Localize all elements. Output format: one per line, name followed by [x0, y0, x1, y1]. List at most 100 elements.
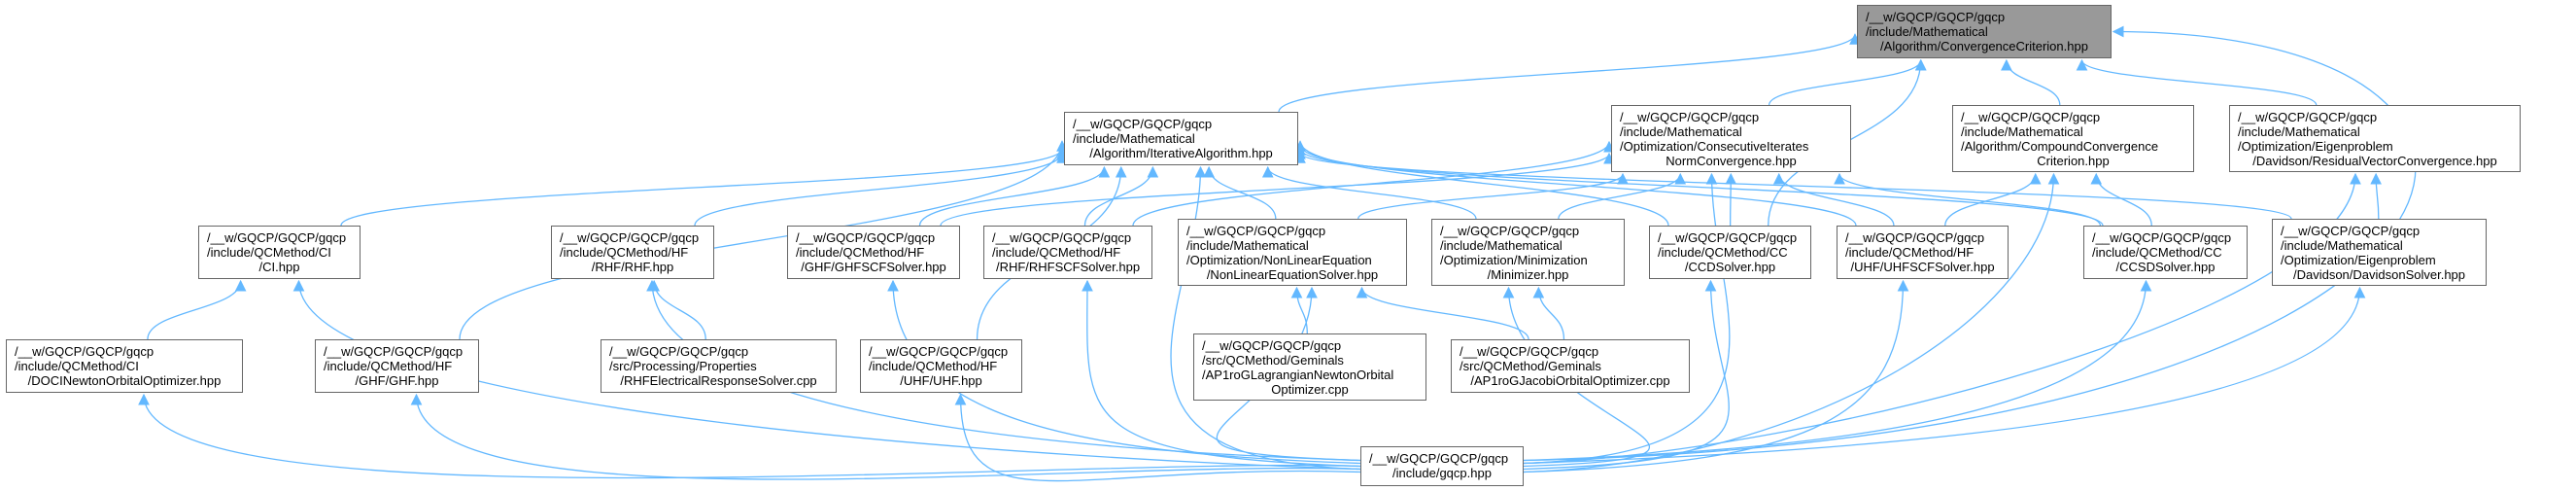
- graph-node-rhfelec[interactable]: /__w/GQCP/GQCP/gqcp/src/Processing/Prope…: [601, 339, 837, 393]
- graph-node-uhfscf[interactable]: /__w/GQCP/GQCP/gqcp/include/QCMethod/HF/…: [1837, 226, 2009, 279]
- node-label-line: /GHF/GHF.hpp: [355, 373, 439, 388]
- node-label-line: /__w/GQCP/GQCP/gqcp: [560, 230, 700, 245]
- node-label-line: /Algorithm/ConvergenceCriterion.hpp: [1880, 39, 2088, 53]
- graph-node-consec[interactable]: /__w/GQCP/GQCP/gqcp/include/Mathematical…: [1611, 105, 1851, 172]
- node-label-line: /NonLinearEquationSolver.hpp: [1206, 267, 1379, 282]
- graph-node-ghf[interactable]: /__w/GQCP/GQCP/gqcp/include/QCMethod/HF/…: [315, 339, 479, 393]
- node-label-line: /__w/GQCP/GQCP/gqcp: [1369, 451, 1509, 466]
- edge-gqcp-to-consec: [1523, 172, 1731, 465]
- node-label-line: /Optimization/Eigenproblem: [2281, 253, 2436, 267]
- node-label-line: /src/QCMethod/Geminals: [1460, 359, 1601, 373]
- edge-ci-to-iter: [340, 148, 1068, 227]
- edge-nonlin-to-consec: [1357, 172, 1629, 220]
- node-label-line: /Algorithm/IterativeAlgorithm.hpp: [1089, 146, 1273, 160]
- edge-ghfscf-to-iter: [918, 165, 1111, 227]
- node-label-line: /include/QCMethod/HF: [1845, 245, 1975, 260]
- edge-gqcp-to-rhf: [646, 279, 1361, 462]
- node-label-line: /Optimization/Minimization: [1440, 253, 1588, 267]
- edge-ccsd-to-consec: [1834, 172, 2102, 227]
- node-label-line: /__w/GQCP/GQCP/gqcp: [2281, 224, 2421, 238]
- node-label-line: /include/QCMethod/HF: [869, 359, 998, 373]
- node-label-line: /CCDSolver.hpp: [1684, 260, 1776, 274]
- edge-jacobi-to-nonlin: [1356, 286, 1529, 340]
- node-label-line: /include/QCMethod/CI: [15, 359, 139, 373]
- graph-node-residual[interactable]: /__w/GQCP/GQCP/gqcp/include/Mathematical…: [2229, 105, 2521, 172]
- edge-gqcp-to-uhf: [954, 393, 1361, 482]
- graph-node-compound[interactable]: /__w/GQCP/GQCP/gqcp/include/Mathematical…: [1952, 105, 2194, 172]
- graph-node-rhf[interactable]: /__w/GQCP/GQCP/gqcp/include/QCMethod/HF/…: [551, 226, 714, 279]
- edge-gqcp-to-ccd: [1523, 279, 1730, 471]
- node-label-line: /include/QCMethod/HF: [796, 245, 925, 260]
- edge-gqcp-to-iter: [1170, 165, 1361, 471]
- node-label-line: /Minimizer.hpp: [1487, 267, 1569, 282]
- graph-node-gqcp[interactable]: /__w/GQCP/GQCP/gqcp/include/gqcp.hpp: [1360, 446, 1524, 486]
- node-label-line: /__w/GQCP/GQCP/gqcp: [609, 344, 749, 359]
- node-label-line: /__w/GQCP/GQCP/gqcp: [1186, 224, 1326, 238]
- edge-gqcp-to-ccsd: [1523, 279, 2152, 462]
- edge-davidson-to-iter: [1294, 152, 2292, 220]
- graph-node-jacobi[interactable]: /__w/GQCP/GQCP/gqcp/src/QCMethod/Geminal…: [1451, 339, 1690, 393]
- graph-node-ccd[interactable]: /__w/GQCP/GQCP/gqcp/include/QCMethod/CC/…: [1649, 226, 1811, 279]
- graph-node-rhfscf[interactable]: /__w/GQCP/GQCP/gqcp/include/QCMethod/HF/…: [983, 226, 1152, 279]
- node-label-line: /RHFElectricalResponseSolver.cpp: [620, 373, 817, 388]
- node-label-line: /include/Mathematical: [2281, 238, 2403, 253]
- edge-consec-to-top: [1768, 58, 1927, 106]
- graph-node-lag[interactable]: /__w/GQCP/GQCP/gqcp/src/QCMethod/Geminal…: [1193, 333, 1426, 401]
- node-label-line: /__w/GQCP/GQCP/gqcp: [1202, 338, 1342, 353]
- node-label-line: /__w/GQCP/GQCP/gqcp: [1845, 230, 1985, 245]
- node-label-line: /include/QCMethod/CC: [2092, 245, 2222, 260]
- graph-node-ccsd[interactable]: /__w/GQCP/GQCP/gqcp/include/QCMethod/CC/…: [2083, 226, 2248, 279]
- edge-residual-to-top: [2076, 58, 2318, 106]
- edge-gqcp-to-uhfscf: [1523, 279, 1909, 473]
- edge-uhfscf-to-iter: [1294, 144, 1857, 227]
- graph-node-uhf[interactable]: /__w/GQCP/GQCP/gqcp/include/QCMethod/HF/…: [860, 339, 1022, 393]
- node-label-line: /__w/GQCP/GQCP/gqcp: [1073, 117, 1213, 131]
- node-label-line: /__w/GQCP/GQCP/gqcp: [796, 230, 936, 245]
- node-label-line: /src/Processing/Properties: [609, 359, 757, 373]
- edge-minim-to-iter: [1261, 165, 1477, 220]
- node-label-line: /include/QCMethod/CC: [1658, 245, 1788, 260]
- node-label-line: /__w/GQCP/GQCP/gqcp: [1620, 110, 1760, 124]
- node-label-line: /CI.hpp: [258, 260, 300, 274]
- node-label-line: /include/QCMethod/CI: [207, 245, 331, 260]
- node-label-line: /AP1roGLagrangianNewtonOrbital: [1202, 368, 1394, 382]
- graph-node-iter[interactable]: /__w/GQCP/GQCP/gqcp/include/Mathematical…: [1064, 112, 1298, 165]
- node-label-line: Optimizer.cpp: [1271, 382, 1349, 397]
- node-label-line: /__w/GQCP/GQCP/gqcp: [2092, 230, 2232, 245]
- edge-gqcp-to-doci: [138, 393, 1361, 479]
- node-label-line: /__w/GQCP/GQCP/gqcp: [207, 230, 347, 245]
- graph-node-nonlin[interactable]: /__w/GQCP/GQCP/gqcp/include/Mathematical…: [1178, 219, 1407, 286]
- graph-node-davidson[interactable]: /__w/GQCP/GQCP/gqcp/include/Mathematical…: [2272, 219, 2487, 286]
- edge-uhfscf-to-compound: [1944, 172, 2042, 227]
- edge-gqcp-to-ghfscf: [887, 279, 1361, 465]
- node-label-line: /include/Mathematical: [2238, 124, 2360, 139]
- node-label-line: /Davidson/ResidualVectorConvergence.hpp: [2252, 154, 2497, 168]
- graph-node-doci[interactable]: /__w/GQCP/GQCP/gqcp/include/QCMethod/CI/…: [6, 339, 243, 393]
- node-label-line: /DOCINewtonOrbitalOptimizer.hpp: [27, 373, 222, 388]
- node-label-line: /AP1roGJacobiOrbitalOptimizer.cpp: [1470, 373, 1670, 388]
- edge-ccd-to-consec: [1725, 172, 1737, 227]
- graph-node-ghfscf[interactable]: /__w/GQCP/GQCP/gqcp/include/QCMethod/HF/…: [787, 226, 960, 279]
- graph-node-top: /__w/GQCP/GQCP/gqcp/include/Mathematical…: [1857, 5, 2112, 58]
- node-label-line: /__w/GQCP/GQCP/gqcp: [324, 344, 464, 359]
- edge-gqcp-to-residual: [1523, 172, 2361, 465]
- edge-doci-to-ci: [147, 279, 247, 340]
- edge-gqcp-to-davidson: [1523, 286, 2366, 465]
- node-label-line: Criterion.hpp: [2037, 154, 2110, 168]
- edge-davidson-to-residual: [2370, 172, 2382, 220]
- graph-node-ci[interactable]: /__w/GQCP/GQCP/gqcp/include/QCMethod/CI/…: [198, 226, 361, 279]
- node-label-line: /GHF/GHFSCFSolver.hpp: [801, 260, 946, 274]
- node-label-line: /include/QCMethod/HF: [992, 245, 1121, 260]
- edge-iter-to-top: [1278, 33, 1861, 113]
- node-label-line: /__w/GQCP/GQCP/gqcp: [1658, 230, 1798, 245]
- node-label-line: /include/QCMethod/HF: [324, 359, 453, 373]
- edge-gqcp-to-compound: [1523, 172, 2060, 473]
- node-label-line: /UHF/UHFSCFSolver.hpp: [1850, 260, 1995, 274]
- edge-gqcp-to-ci: [292, 279, 1361, 471]
- edge-minim-to-consec: [1558, 172, 1687, 220]
- edge-rhfscf-to-consec: [1132, 140, 1615, 227]
- edge-uhfscf-to-consec: [1772, 172, 1895, 227]
- graph-node-minim[interactable]: /__w/GQCP/GQCP/gqcp/include/Mathematical…: [1431, 219, 1625, 286]
